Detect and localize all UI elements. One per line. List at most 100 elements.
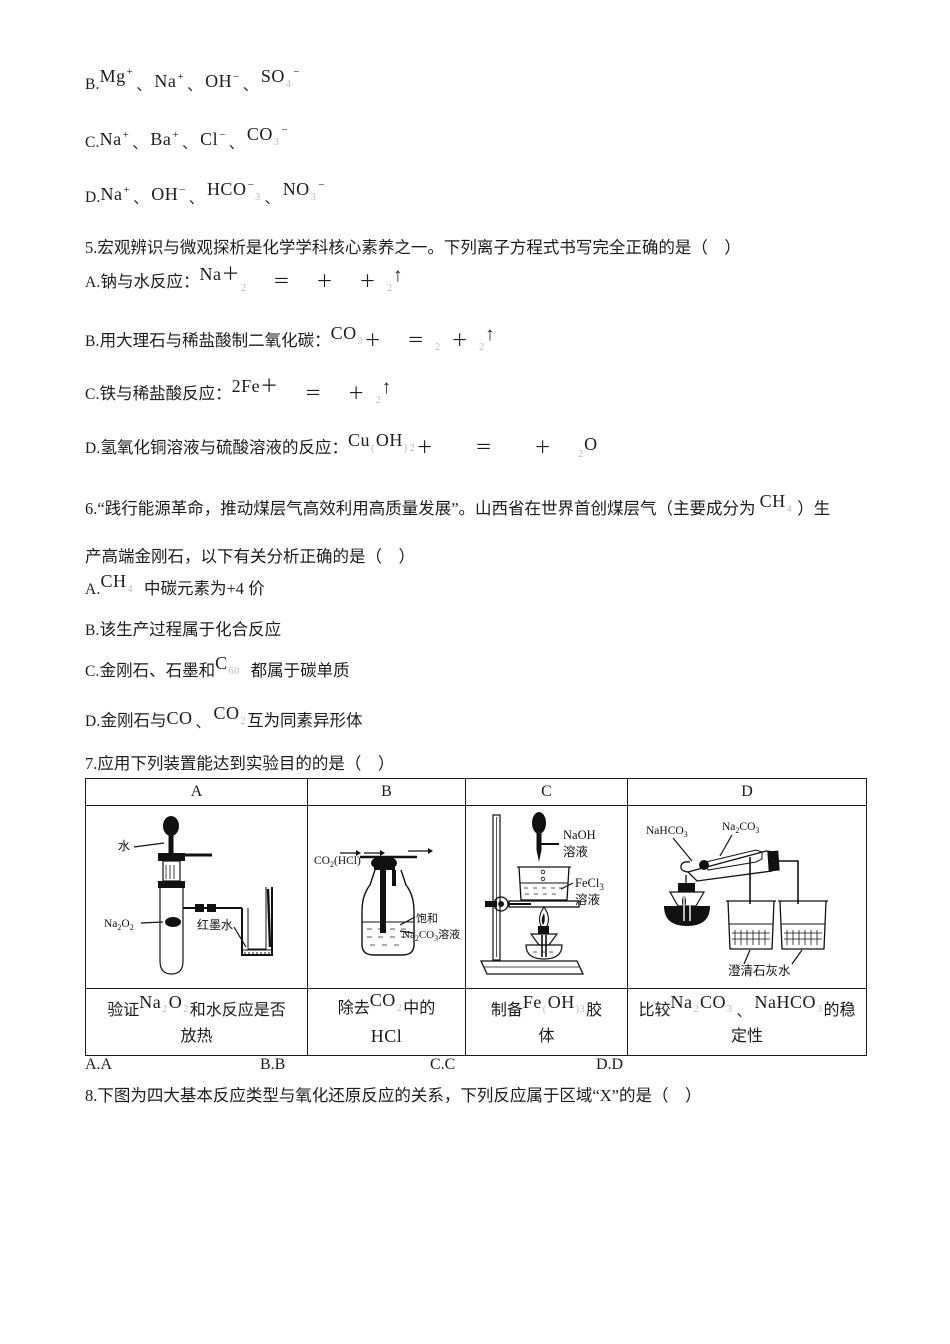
option-letter: D. — [85, 440, 101, 457]
table-figure-row: 水 Na2O — [85, 805, 867, 989]
ion-formula: OH− — [205, 71, 240, 91]
purpose-post: 中的 — [403, 1000, 436, 1018]
ion-separator: 、 — [228, 136, 244, 152]
purpose-post: 胶 — [586, 1001, 603, 1019]
ion-formula: SO4− — [260, 66, 301, 90]
label-fecl3: FeCl3 — [575, 876, 604, 892]
equation-term: ＋ — [416, 438, 434, 457]
option-letter: B. — [85, 333, 100, 350]
figure-cell-a: 水 Na2O — [85, 805, 308, 989]
figure-cell-c: NaOH 溶液 — [465, 805, 628, 989]
option-label: 铁与稀盐酸反应： — [99, 384, 232, 403]
ion-formula: Ba+ — [150, 129, 180, 149]
option-letter: C. — [85, 134, 100, 151]
lost-subscript: 2 — [479, 342, 485, 353]
equation-term: Na＋ — [199, 264, 240, 284]
column-header-d: D — [627, 778, 867, 806]
carbon-monoxide-formula: CO — [166, 708, 193, 728]
sodium-peroxide-formula: Na2O2 — [139, 991, 189, 1016]
q6-option-a: A. CH4 中碳元素为+4 价 — [85, 571, 265, 604]
q4-option-c: C. Na+ 、 Ba+ 、 Cl− 、 CO3− — [85, 124, 288, 157]
option-text: 中碳元素为+4 价 — [143, 579, 265, 598]
answer-option-b[interactable]: B.B — [260, 1056, 286, 1073]
option-letter: D. — [85, 713, 101, 730]
gas-arrow-icon: ↑ — [485, 324, 495, 345]
option-label: 氢氧化铜溶液与硫酸溶液的反应： — [100, 438, 348, 457]
ion-formula: Mg+ — [99, 66, 134, 86]
ion-formula: Na+ — [154, 71, 185, 91]
equation-term: ＋ — [364, 331, 382, 350]
equation-term: ＋ — [315, 272, 333, 291]
q7-stem: 7.应用下列装置能达到实验目的的是（ ） — [85, 754, 395, 773]
q4-option-d: D. Na+ 、 OH− 、 HCO−3 、 NO3− — [85, 179, 325, 212]
purpose-pre: 制备 — [490, 1001, 523, 1019]
purpose-pre: 比较 — [638, 1001, 671, 1019]
lost-subscript: 2 — [375, 395, 381, 406]
q6-stem-text-tail: ）生 — [797, 499, 831, 518]
label-co2-hcl: CO2(HCl) — [314, 855, 361, 869]
label-na2co3: Na2CO3 — [722, 821, 759, 835]
ion-separator: 、 — [136, 78, 152, 94]
lost-subscript: 2 — [578, 449, 584, 460]
q6-stem-text: 6.“践行能源革命，推动煤层气高效利用高质量发展”。山西省在世界首创煤层气（主要… — [85, 499, 756, 518]
equation-term: O — [584, 434, 598, 454]
label-solution-c2: 溶液 — [575, 892, 601, 907]
ion-separator: 、 — [242, 78, 258, 94]
table-header-row: A B C D — [85, 778, 867, 806]
ion-separator: 、 — [188, 191, 204, 207]
option-text-pre: 金刚石、石墨和 — [99, 661, 216, 680]
purpose-cell-b: 除去CO2中的 HCl — [307, 988, 466, 1056]
gas-arrow-icon: ↑ — [381, 377, 392, 398]
column-header-c: C — [465, 778, 628, 806]
answer-option-d[interactable]: D.D — [596, 1056, 624, 1073]
ion-separator: 、 — [182, 136, 198, 152]
option-text: 互为同素异形体 — [247, 711, 363, 730]
ion-formula: HCO−3 — [206, 179, 261, 203]
hydrogen-chloride-formula: HCl — [370, 1026, 403, 1047]
ion-formula: Na+ — [99, 129, 130, 149]
label-naoh: NaOH — [563, 828, 596, 842]
q5-option-b: B. 用大理石与稀盐酸制二氧化碳： CO3 ＋ ＝ 2 ＋ 2 ↑ — [85, 323, 495, 356]
label-limewater: 澄清石灰水 — [728, 963, 791, 978]
answer-option-c[interactable]: C.C — [430, 1056, 456, 1073]
q6-stem-line1: 6.“践行能源革命，推动煤层气高效利用高质量发展”。山西省在世界首创煤层气（主要… — [85, 491, 831, 524]
iron-hydroxide-formula: Fe(OH)3 — [522, 991, 586, 1016]
purpose-cell-a: 验证Na2O2和水反应是否 放热 — [85, 988, 308, 1056]
ion-separator: 、 — [187, 78, 203, 94]
ion-formula: Na+ — [100, 184, 131, 204]
purpose-post: 和水反应是否 — [189, 1001, 286, 1019]
apparatus-diagram-a: 水 Na2O — [86, 806, 307, 988]
equation-term: CO3 — [330, 323, 364, 347]
option-letter: B. — [85, 76, 100, 93]
purpose-cell-c: 制备Fe(OH)3胶 体 — [465, 988, 628, 1056]
lost-subscript: 2 — [435, 342, 441, 353]
label-solution-c1: 溶液 — [563, 844, 589, 859]
ion-separator: 、 — [264, 191, 280, 207]
column-header-b: B — [307, 778, 466, 806]
equation-term: Cu(OH)2 — [347, 430, 416, 454]
option-letter: C. — [85, 386, 100, 403]
answer-option-a[interactable]: A.A — [85, 1056, 113, 1073]
label-na2co3-solution: Na2CO3溶液 — [402, 927, 460, 943]
ion-separator: 、 — [133, 191, 149, 207]
label-nahco3: NaHCO3 — [646, 825, 688, 839]
option-text: 都属于碳单质 — [250, 661, 350, 680]
purpose-pre: 验证 — [107, 1001, 140, 1019]
q8-stem: 8.下图为四大基本反应类型与氧化还原反应的关系，下列反应属于区域“X”的是（ ） — [85, 1086, 702, 1105]
option-label: 用大理石与稀盐酸制二氧化碳： — [99, 331, 331, 350]
equation-term: ＝ — [475, 438, 493, 457]
ion-formula: CO3− — [246, 124, 289, 148]
lost-subscript: 2 — [240, 283, 246, 294]
option-label: 钠与水反应： — [100, 272, 200, 291]
q6-option-b: B. 该生产过程属于化合反应 — [85, 618, 281, 643]
label-sodium-peroxide: Na2O2 — [104, 918, 134, 932]
methane-formula: CH4 — [100, 571, 133, 595]
option-text: 该生产过程属于化合反应 — [99, 620, 282, 639]
equation-term: ＋ — [534, 438, 552, 457]
experiment-table: A B C D 水 — [85, 778, 867, 1056]
formula-separator: 、 — [736, 1003, 752, 1020]
q4-option-b: B. Mg+ 、 Na+ 、 OH− 、 SO4− — [85, 66, 300, 99]
ion-formula: NO3− — [282, 179, 325, 203]
purpose-cell-d: 比较Na2CO3、NaHCO3的稳 定性 — [627, 988, 867, 1056]
